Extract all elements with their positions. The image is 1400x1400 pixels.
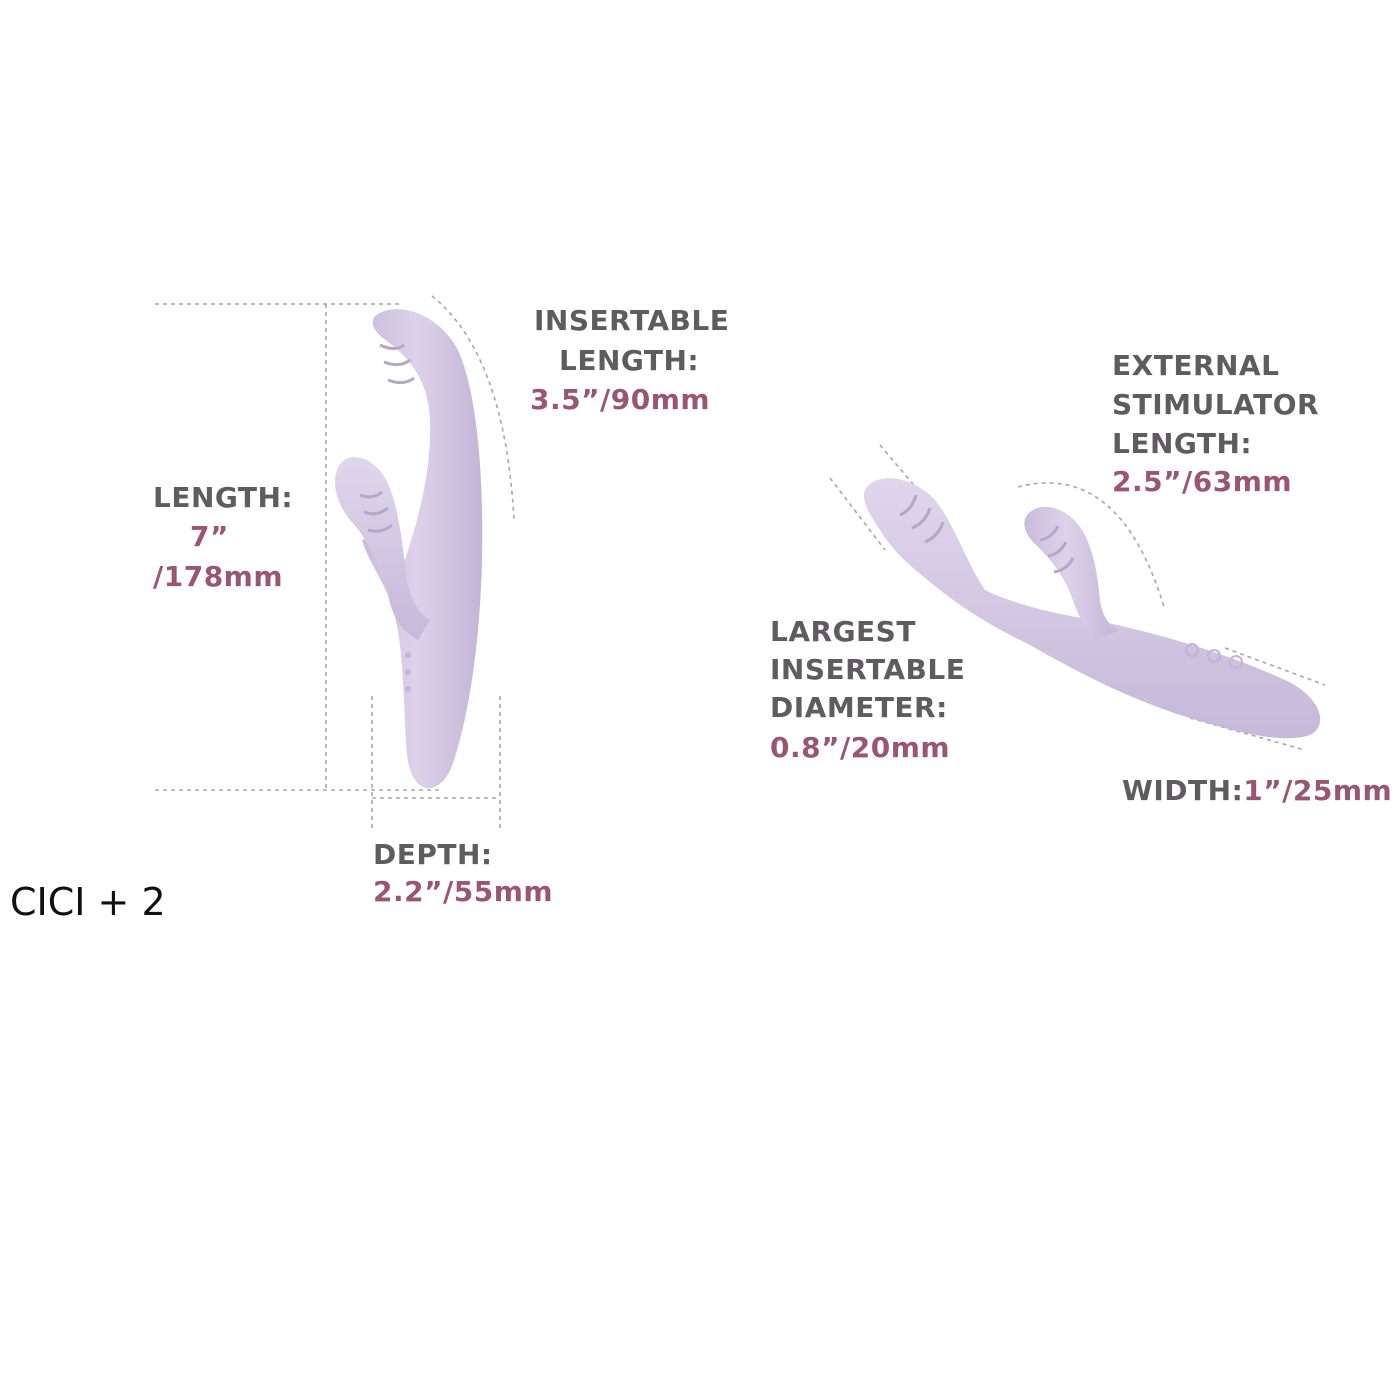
depth-label: DEPTH: bbox=[373, 838, 493, 871]
external-stimulator-label-line2: STIMULATOR bbox=[1112, 388, 1320, 421]
external-stimulator-label-line3: LENGTH: bbox=[1112, 427, 1253, 460]
largest-diameter-label-line3: DIAMETER: bbox=[770, 691, 948, 724]
largest-diameter-label-line1: LARGEST bbox=[770, 615, 916, 648]
depth-guide-lines bbox=[371, 696, 501, 830]
insertable-length-value: 3.5”/90mm bbox=[530, 383, 711, 416]
side-tip-ribs bbox=[899, 494, 1075, 574]
external-stimulator-label-line1: EXTERNAL bbox=[1112, 349, 1280, 382]
width-label: WIDTH: bbox=[1122, 774, 1244, 807]
upright-product-view bbox=[155, 295, 515, 830]
insertable-length-label-line1: INSERTABLE bbox=[534, 304, 730, 337]
upright-shaft bbox=[362, 309, 483, 789]
largest-diameter-value: 0.8”/20mm bbox=[770, 731, 951, 764]
side-control-buttons bbox=[1185, 643, 1243, 669]
width-value: 1”/25mm bbox=[1243, 774, 1393, 807]
length-value-line1: 7” bbox=[190, 520, 229, 553]
width-dimension: WIDTH:1”/25mm bbox=[1122, 772, 1392, 810]
length-guide-lines bbox=[155, 303, 440, 791]
length-value-line2: /178mm bbox=[153, 560, 284, 593]
upright-stimulator-arm bbox=[335, 457, 430, 640]
largest-diameter-label-line2: INSERTABLE bbox=[770, 653, 966, 686]
side-stimulator-arm bbox=[1024, 506, 1118, 640]
side-shaft bbox=[863, 478, 1321, 739]
insertable-length-label-line2: LENGTH: bbox=[559, 344, 700, 377]
product-name: CICI + 2 bbox=[10, 880, 166, 924]
upright-tip-ribs bbox=[359, 343, 415, 533]
external-stimulator-value: 2.5”/63mm bbox=[1112, 465, 1293, 498]
stimulator-length-arc bbox=[1017, 482, 1166, 611]
upright-control-buttons bbox=[405, 652, 411, 692]
length-label: LENGTH: bbox=[153, 481, 294, 514]
depth-value: 2.2”/55mm bbox=[373, 875, 554, 908]
side-product-view bbox=[829, 444, 1326, 751]
